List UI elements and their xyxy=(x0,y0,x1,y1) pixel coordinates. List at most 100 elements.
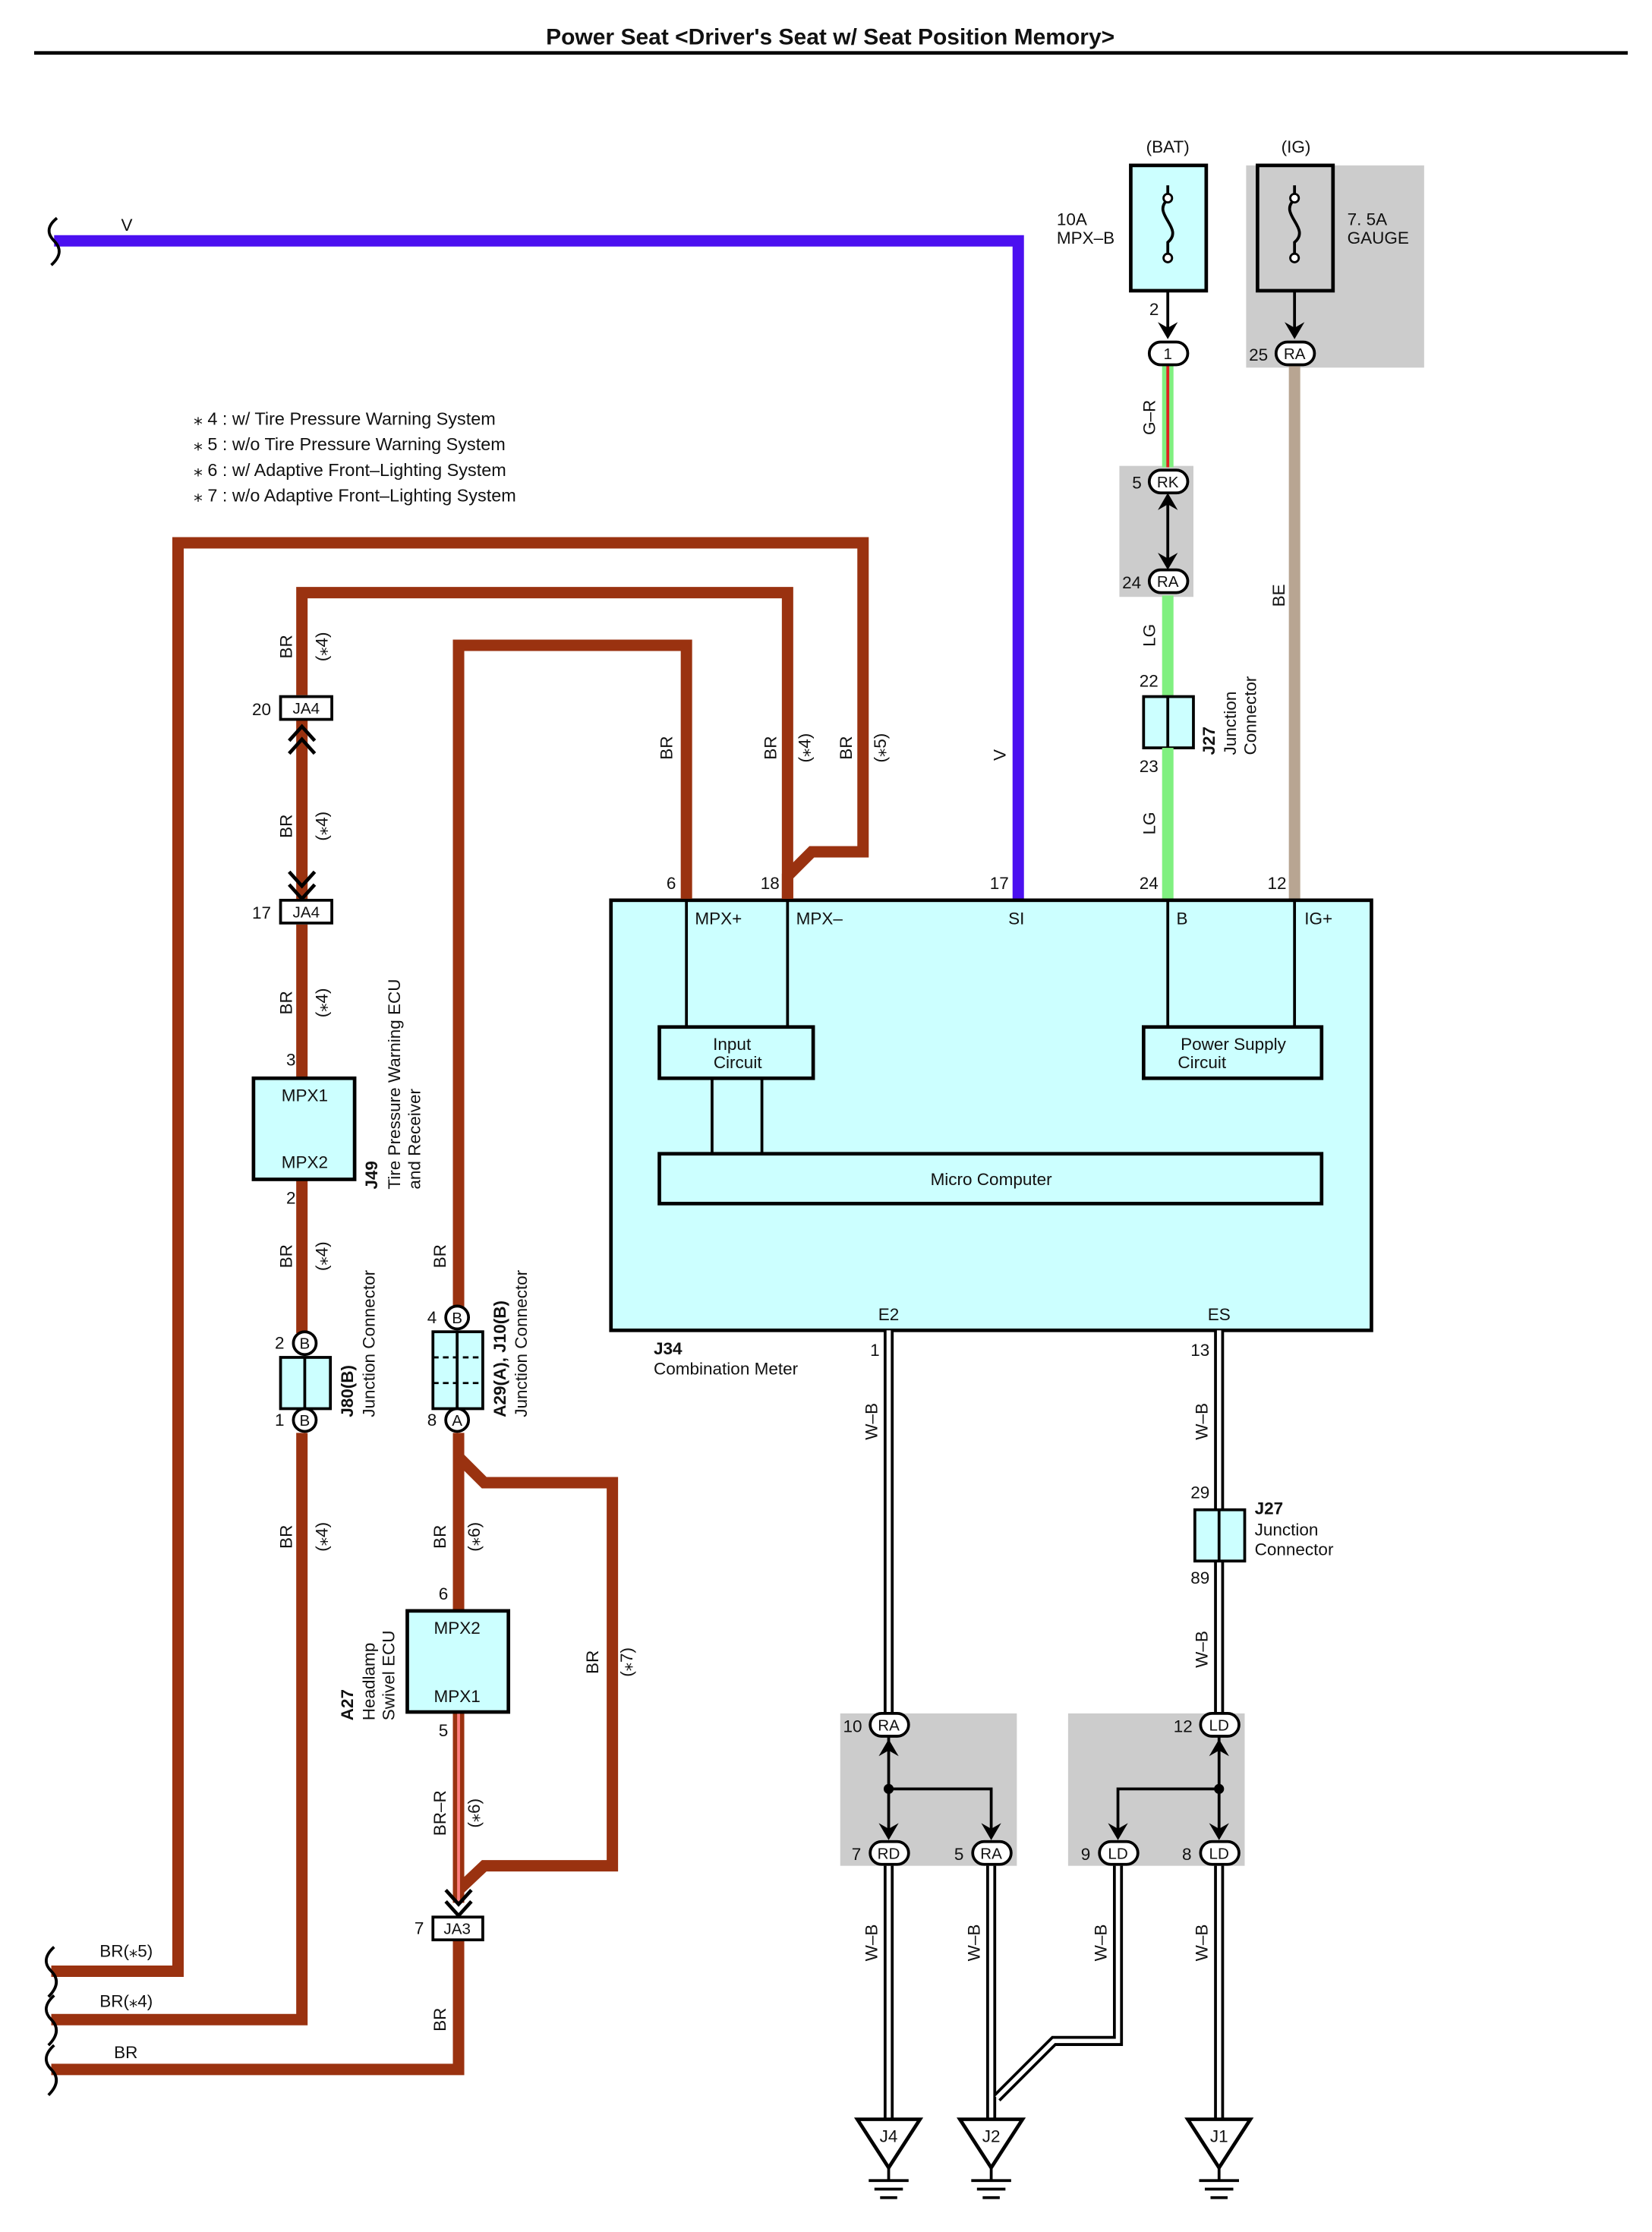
connector-ra-25 xyxy=(1274,340,1316,367)
pin-24-ra: 24 xyxy=(1122,573,1141,592)
connector-ra-5 xyxy=(971,1840,1013,1866)
wb-wires xyxy=(883,1330,1225,2123)
wire-lg-lower xyxy=(1162,748,1174,899)
wire-wb-ld9-outer xyxy=(993,1865,1124,2102)
connector-ja4-20 xyxy=(279,695,333,721)
wl-wb-5: W–B xyxy=(965,1925,984,1962)
wl-wb-4: W–B xyxy=(862,1925,881,1962)
connector-1-label: 1 xyxy=(1163,345,1171,363)
wl-n4-1: (⁎4) xyxy=(312,632,331,662)
meter-pin-12: 12 xyxy=(1268,874,1287,893)
ra-pin-10: 10 xyxy=(843,1717,862,1735)
meter-pin-6: 6 xyxy=(667,874,676,893)
wb-pin-13: 13 xyxy=(1190,1341,1209,1360)
fuse-ig-source: (IG) xyxy=(1282,137,1311,156)
ra-arrow-down-2 xyxy=(981,1823,1001,1840)
combination-meter xyxy=(609,898,1373,1332)
meter-term-es: ES xyxy=(1208,1305,1231,1324)
wl-n4-11: (⁎4) xyxy=(795,733,814,763)
j49-name-1: Tire Pressure Warning ECU xyxy=(385,979,404,1189)
a29-pin8-circle xyxy=(444,1407,471,1433)
fuse-bat-terminal-top xyxy=(1162,192,1174,204)
j27-top-name-2: Connector xyxy=(1241,676,1260,755)
fuse-ig-amp: 7. 5A xyxy=(1348,210,1388,229)
wire-note-6-br-r: (⁎6) xyxy=(465,1799,484,1828)
wire-break-br5 xyxy=(45,1946,58,1998)
ja3-pin-7: 7 xyxy=(415,1919,424,1938)
meter-pin-18: 18 xyxy=(761,874,780,893)
fuse-ig-terminal-top xyxy=(1289,192,1300,204)
a29-pin-4: 4 xyxy=(427,1308,437,1327)
micro-computer-box xyxy=(657,1152,1324,1206)
wl-br-6: BR xyxy=(430,1244,449,1268)
a29-pin4-letter: B xyxy=(452,1310,462,1327)
wire-break-v xyxy=(47,216,61,266)
j80-pin2-circle xyxy=(292,1330,318,1357)
ra-pin-5: 5 xyxy=(954,1845,964,1864)
connector-ld-9 xyxy=(1098,1840,1140,1866)
meter-term-mpx-plus: MPX+ xyxy=(695,910,742,928)
fuse-bat-box xyxy=(1129,163,1209,293)
power-supply-box xyxy=(1141,1025,1324,1080)
ld-arrow-down-2 xyxy=(1209,1823,1229,1840)
j49-mpx1: MPX1 xyxy=(282,1086,328,1105)
fuse-bat-terminal-bottom xyxy=(1162,252,1174,263)
a27-pin-6: 6 xyxy=(439,1584,449,1603)
input-circuit-label-2: Circuit xyxy=(714,1053,763,1072)
wl-br-8: BR xyxy=(583,1650,602,1674)
wire-lg-upper xyxy=(1162,595,1174,698)
connector-ja3-label: JA3 xyxy=(443,1921,471,1938)
j27-low-code: J27 xyxy=(1255,1499,1284,1518)
wire-break-br4 xyxy=(45,1994,58,2047)
meter-term-si: SI xyxy=(1008,910,1024,928)
a29-pin8-letter: A xyxy=(452,1412,462,1430)
ld-pin-12: 12 xyxy=(1174,1717,1193,1735)
note-6: ⁎ 6 : w/ Adaptive Front–Lighting System xyxy=(194,460,506,480)
wl-n6-7: (⁎6) xyxy=(465,1522,484,1552)
ld-arrow-down-1 xyxy=(1108,1823,1128,1840)
wl-br-3: BR xyxy=(277,991,296,1014)
a29-code: A29(A), J10(B) xyxy=(490,1300,509,1417)
ground-j4: J4 xyxy=(853,2117,924,2199)
wl-n7-8: (⁎7) xyxy=(617,1647,636,1677)
wl-br-10: BR xyxy=(657,736,676,759)
wire-br-inner-top xyxy=(452,639,692,1308)
ground-j2: J2 xyxy=(957,2117,1026,2199)
ld-pin-9: 9 xyxy=(1081,1845,1091,1864)
wire-br-middle-top xyxy=(296,587,793,899)
connector-rk xyxy=(1147,468,1190,495)
j49-mpx2: MPX2 xyxy=(282,1152,328,1171)
connector-ld-12-label: LD xyxy=(1209,1717,1229,1734)
j80-pin1-circle xyxy=(292,1407,318,1433)
a27-name-2: Swivel ECU xyxy=(380,1631,399,1721)
ground-j4-triangle xyxy=(853,2117,924,2171)
rd-pin-7: 7 xyxy=(852,1845,862,1864)
meter-pin-17: 17 xyxy=(990,874,1009,893)
a27-code: A27 xyxy=(338,1689,357,1720)
wl-br-12: BR xyxy=(837,736,856,759)
connector-ra-10-label: RA xyxy=(878,1717,900,1734)
j27-low-name-2: Connector xyxy=(1255,1540,1334,1559)
j80-pin1-letter: B xyxy=(300,1412,311,1430)
fuse-bat-name: MPX–B xyxy=(1057,229,1114,247)
wl-wb-7: W–B xyxy=(1193,1925,1212,1962)
wb-pin-1: 1 xyxy=(870,1341,880,1360)
pin-17-ja4: 17 xyxy=(252,903,271,922)
wl-br-7: BR xyxy=(430,1525,449,1549)
j80-name: Junction Connector xyxy=(359,1269,378,1417)
meter-term-ig-plus: IG+ xyxy=(1304,910,1332,928)
wire-label-br-left: BR xyxy=(114,2043,137,2062)
ground-j1-label: J1 xyxy=(1210,2127,1228,2146)
connector-ra-24 xyxy=(1147,568,1190,594)
j80-pin-1: 1 xyxy=(275,1411,285,1430)
j27-low-pin-29: 29 xyxy=(1190,1483,1209,1502)
a27-ecu xyxy=(405,1609,511,1714)
wl-wb-3: W–B xyxy=(1193,1631,1212,1668)
wl-br-5: BR xyxy=(277,1525,296,1549)
connector-1 xyxy=(1147,340,1190,367)
a27-mpx1: MPX1 xyxy=(434,1687,481,1706)
j27-low-pin-89: 89 xyxy=(1190,1568,1209,1587)
wl-n5-12: (⁎5) xyxy=(871,733,890,763)
note-5: ⁎ 5 : w/o Tire Pressure Warning System xyxy=(194,434,506,454)
